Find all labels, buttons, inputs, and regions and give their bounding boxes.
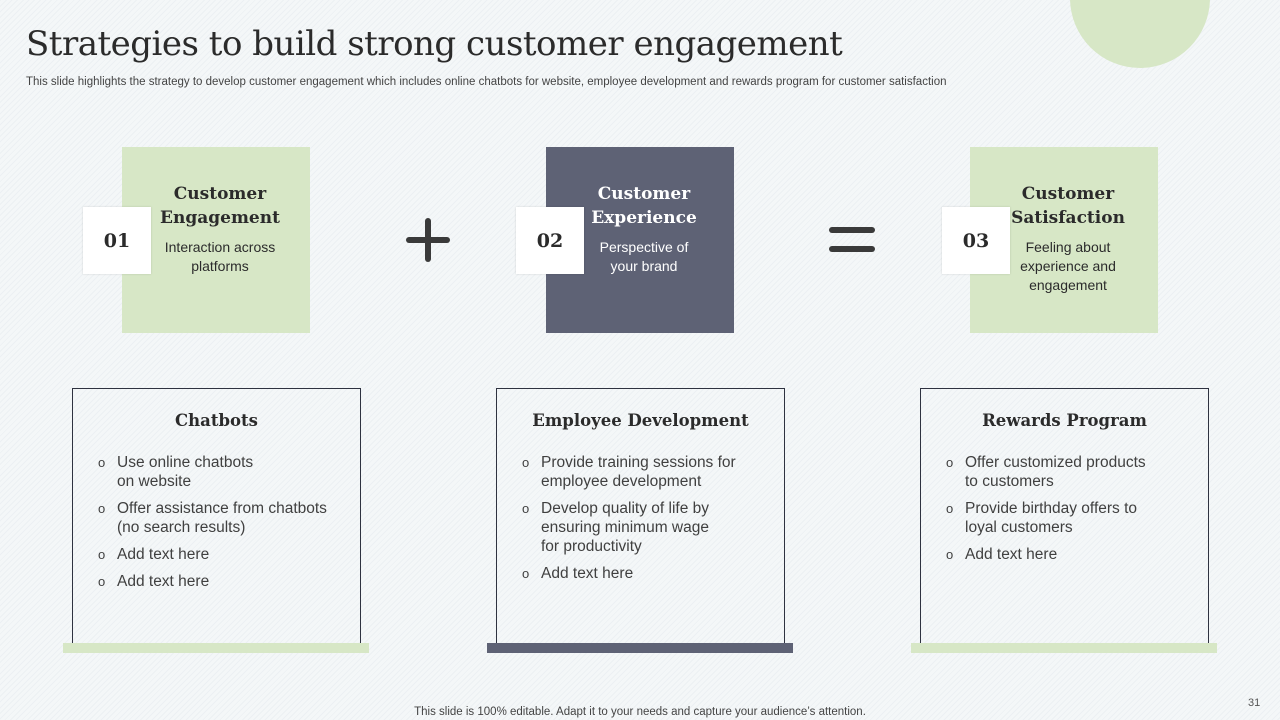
card-title: Customer Engagement xyxy=(160,184,280,228)
list-item: o Develop quality of life by ensuring mi… xyxy=(522,500,710,555)
list-item: o Provide birthday offers to loyal custo… xyxy=(946,500,1138,536)
card-text: Feeling about experience and engagement xyxy=(1020,239,1116,293)
plus-icon xyxy=(406,218,450,262)
circle-bullet-icon: o xyxy=(946,547,954,562)
bullet-list: o Offer customized products to customers… xyxy=(946,453,1190,572)
list-item: o Add text here xyxy=(98,573,210,590)
box-base-bar xyxy=(911,643,1217,653)
list-item: o Use online chatbots on website xyxy=(98,454,254,490)
card-text: Perspective of your brand xyxy=(599,239,689,274)
list-item: o Add text here xyxy=(946,546,1058,563)
circle-bullet-icon: o xyxy=(522,566,530,581)
circle-bullet-icon: o xyxy=(946,501,954,516)
circle-bullet-icon: o xyxy=(98,574,106,589)
box-base-bar xyxy=(487,643,793,653)
list-item: o Offer customized products to customers xyxy=(946,454,1146,490)
card-customer-engagement: Customer Engagement Interaction across p… xyxy=(122,147,310,333)
strategy-box-employee-development: Employee Development o Provide training … xyxy=(496,388,785,644)
box-title: Rewards Program xyxy=(982,411,1147,430)
list-item: o Add text here xyxy=(522,565,634,582)
bullet-list: o Provide training sessions for employee… xyxy=(522,453,766,591)
list-item: o Offer assistance from chatbots (no sea… xyxy=(98,500,327,536)
box-title: Employee Development xyxy=(532,411,749,430)
footer-note: This slide is 100% editable. Adapt it to… xyxy=(414,706,866,718)
card-text: Interaction across platforms xyxy=(164,239,276,274)
page-subtitle: This slide highlights the strategy to de… xyxy=(26,76,947,88)
card-title: Customer Experience xyxy=(591,184,697,228)
number-badge: 02 xyxy=(516,207,584,274)
bullet-list: o Use online chatbots on website o Offer… xyxy=(98,453,342,599)
circle-bullet-icon: o xyxy=(98,501,106,516)
box-title: Chatbots xyxy=(175,411,258,430)
circle-bullet-icon: o xyxy=(522,455,530,470)
circle-bullet-icon: o xyxy=(98,455,106,470)
number-badge: 03 xyxy=(942,207,1010,274)
equals-icon xyxy=(829,224,875,254)
page-title: Strategies to build strong customer enga… xyxy=(26,24,843,64)
box-base-bar xyxy=(63,643,369,653)
list-item: o Provide training sessions for employee… xyxy=(522,454,736,490)
circle-bullet-icon: o xyxy=(98,547,106,562)
strategy-box-rewards-program: Rewards Program o Offer customized produ… xyxy=(920,388,1209,644)
card-customer-satisfaction: Customer Satisfaction Feeling about expe… xyxy=(970,147,1158,333)
card-title: Customer Satisfaction xyxy=(1011,184,1125,228)
page-number: 31 xyxy=(1248,697,1261,709)
number-badge: 01 xyxy=(83,207,151,274)
strategy-box-chatbots: Chatbots o Use online chatbots on websit… xyxy=(72,388,361,644)
circle-bullet-icon: o xyxy=(946,455,954,470)
list-item: o Add text here xyxy=(98,546,210,563)
decorative-circle xyxy=(1070,0,1210,68)
circle-bullet-icon: o xyxy=(522,501,530,516)
